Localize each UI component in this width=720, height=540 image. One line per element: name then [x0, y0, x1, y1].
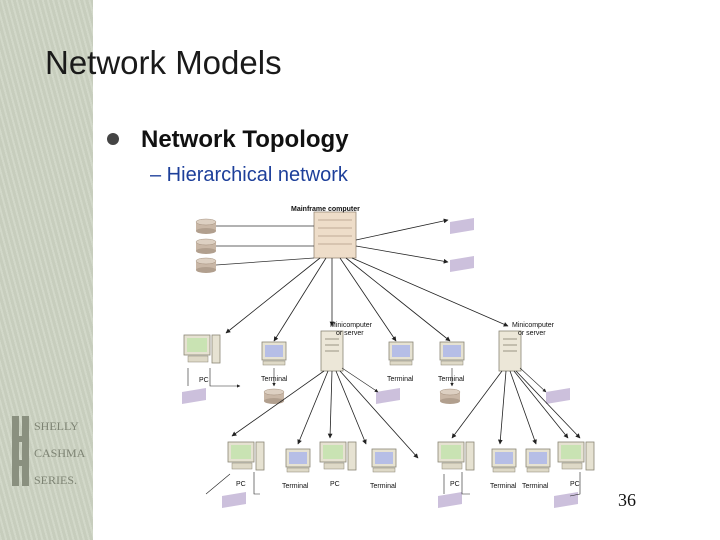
- hierarchical-network-diagram: Mainframe computer PC Terminal Terminal …: [182, 206, 595, 508]
- mainframe-computer: [313, 211, 357, 259]
- logo-text-line2: CASHMAN: [34, 446, 86, 460]
- terminal-label-c: Terminal: [438, 376, 465, 383]
- pc-label-l3-2: PC: [330, 481, 340, 488]
- storage-disks: [195, 218, 217, 274]
- pc-level2: [183, 334, 221, 364]
- level3-peripherals: [222, 492, 578, 508]
- minicomputer-b: [498, 330, 522, 372]
- mainframe-label: Mainframe computer: [291, 206, 360, 213]
- slide-title: Network Models: [45, 44, 282, 81]
- page-number: 36: [618, 490, 636, 510]
- level1-connections: [225, 257, 509, 342]
- series-logo-mark: [12, 416, 29, 486]
- output-devices-right: [450, 218, 474, 272]
- logo-text-line1: SHELLY: [34, 419, 79, 433]
- terminal-level2-a: [261, 341, 287, 366]
- pc-label-l3-1: PC: [236, 481, 246, 488]
- pc-label-l3-4: PC: [570, 481, 580, 488]
- minicomputer-label-b-line1: Minicomputer: [512, 322, 555, 329]
- decorative-sidebar: SHELLY CASHMAN SERIES.: [0, 0, 93, 540]
- minicomputer-label-a-line1: Minicomputer: [330, 322, 373, 329]
- minicomputer-label-a-line2: or server: [336, 330, 364, 337]
- level3-devices-left: [227, 441, 397, 473]
- terminal-label-b: Terminal: [387, 376, 414, 383]
- level3-devices-right: [437, 441, 595, 473]
- minicomputer-label-b-line2: or server: [518, 330, 546, 337]
- terminal-level2-c: [439, 341, 465, 366]
- shelly-cashman-series-logo: SHELLY CASHMAN SERIES.: [12, 416, 86, 487]
- terminal-label-l3-1: Terminal: [282, 483, 309, 490]
- terminal-label-l3-2: Terminal: [370, 483, 397, 490]
- terminal-label-l3-4: Terminal: [522, 483, 549, 490]
- bullet-item: Network Topology: [107, 126, 349, 154]
- pc-label-level2: PC: [199, 377, 209, 384]
- terminal-level2-b: [388, 341, 414, 366]
- pc-label-l3-3: PC: [450, 481, 460, 488]
- bullet-dot: [107, 132, 119, 145]
- minicomputer-a-connections: [231, 370, 419, 459]
- logo-text-line3: SERIES.: [34, 473, 77, 487]
- bullet-text: Network Topology: [141, 126, 349, 153]
- minicomputer-b-connections: [451, 370, 581, 445]
- sub-bullet-item: – Hierarchical network: [150, 164, 348, 186]
- terminal-label-a: Terminal: [261, 376, 288, 383]
- terminal-label-l3-3: Terminal: [490, 483, 517, 490]
- minicomputer-a: [320, 330, 344, 372]
